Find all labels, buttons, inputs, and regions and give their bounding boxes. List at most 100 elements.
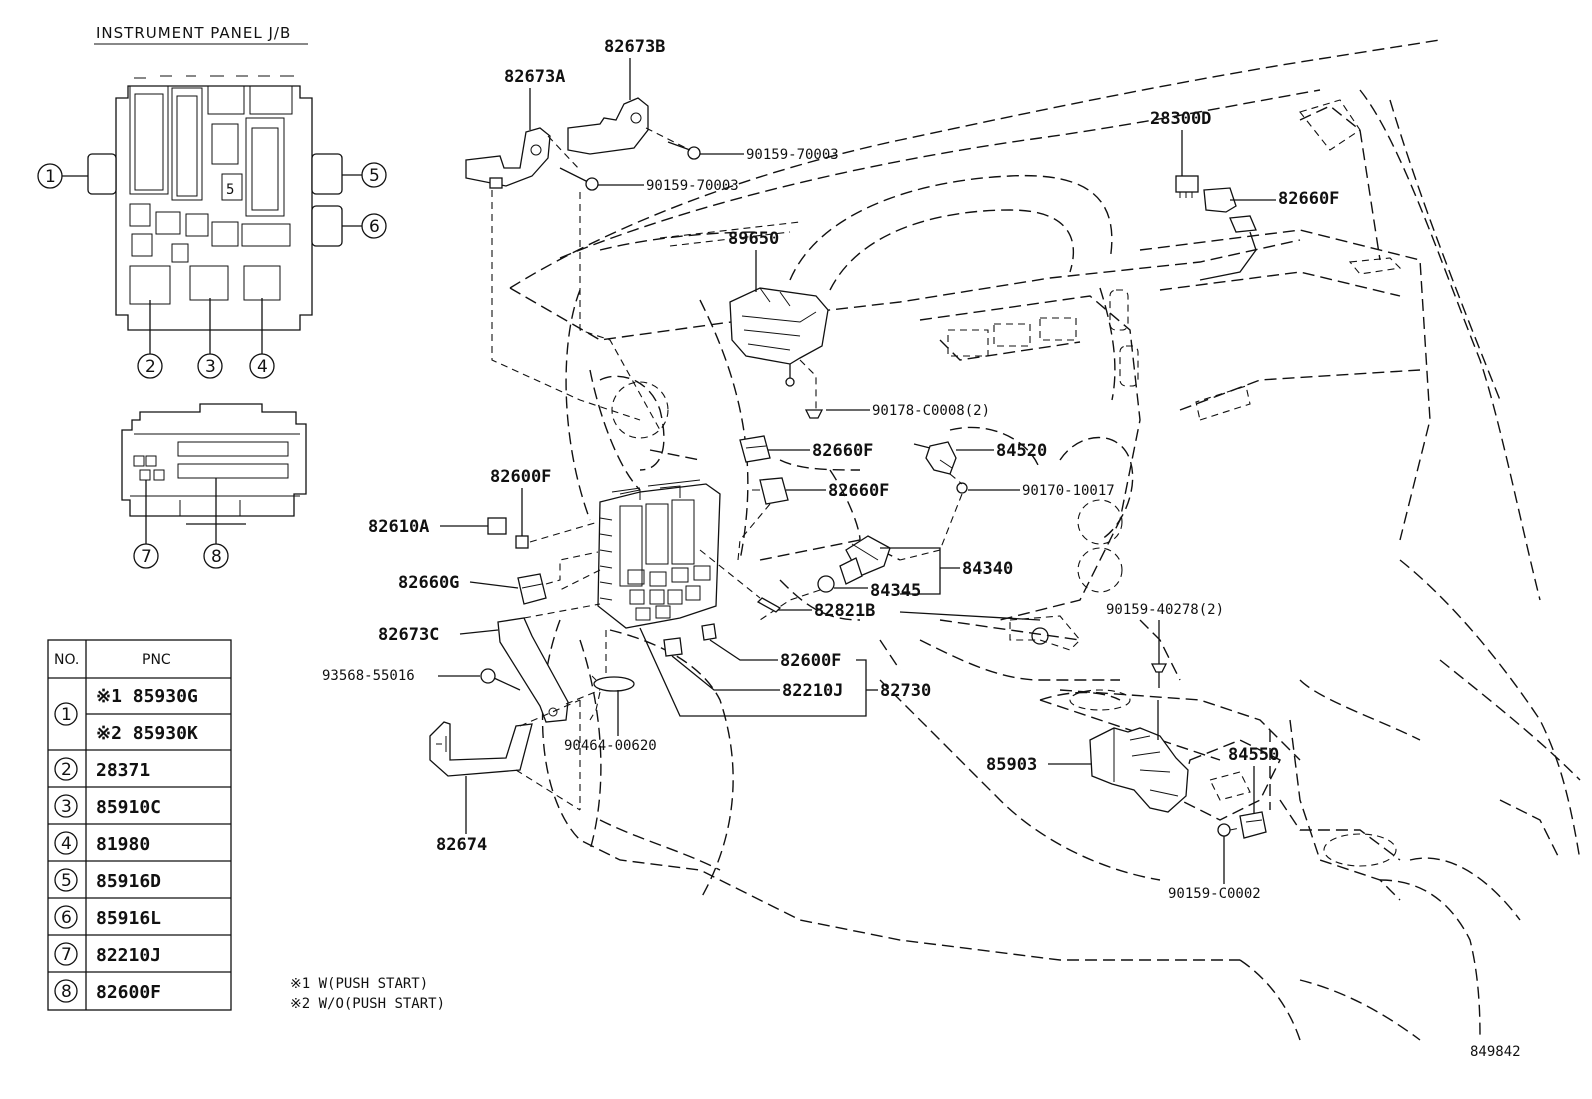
part-82660g-connector xyxy=(517,573,547,605)
part-90464-00620-clamp xyxy=(591,675,635,692)
svg-text:7: 7 xyxy=(61,945,72,965)
part-84550-switch xyxy=(1239,811,1267,839)
callout-3: 3 xyxy=(197,298,223,379)
svg-text:4: 4 xyxy=(61,834,72,854)
part-82600f-b xyxy=(701,623,717,641)
label-82660f-lower: 82660F xyxy=(828,481,889,501)
label-82600f-upper: 82600F xyxy=(490,467,551,487)
part-82730-junction-block xyxy=(597,479,721,629)
part-90159-c0002-screw xyxy=(1217,823,1241,837)
label-82610a: 82610A xyxy=(368,517,429,537)
note-2: ※2 W/O(PUSH START) xyxy=(290,996,445,1012)
label-82660f-top: 82660F xyxy=(1278,189,1339,209)
fuse-row-lower xyxy=(177,463,289,479)
svg-text:8: 8 xyxy=(211,547,222,567)
label-90159-70003-upper: 90159-70003 xyxy=(746,147,839,163)
part-85903-module xyxy=(1089,700,1189,813)
figure-id: 849842 xyxy=(1470,1044,1521,1060)
screw-90159-70003-a xyxy=(559,167,599,191)
dashboard-outline xyxy=(509,39,1581,1041)
part-84520-switch xyxy=(925,441,968,494)
svg-text:6: 6 xyxy=(61,908,72,928)
label-28300d: 28300D xyxy=(1150,109,1211,129)
table-cell-pnc: 85910C xyxy=(96,797,161,818)
label-90464-00620: 90464-00620 xyxy=(564,738,657,754)
part-82674-bracket xyxy=(429,721,533,777)
callout-8: 8 xyxy=(186,478,246,569)
part-82210j-relay xyxy=(663,637,683,657)
svg-text:1: 1 xyxy=(61,705,72,725)
callout-1: 1 xyxy=(37,163,88,189)
svg-text:5: 5 xyxy=(369,166,380,186)
table-header-pnc: PNC xyxy=(142,652,171,668)
svg-text:7: 7 xyxy=(141,547,152,567)
label-93568-55016: 93568-55016 xyxy=(322,668,415,684)
label-90170-10017: 90170-10017 xyxy=(1022,483,1115,499)
label-82673b: 82673B xyxy=(604,37,665,57)
label-82730: 82730 xyxy=(880,681,931,701)
label-82660f-mid: 82660F xyxy=(812,441,873,461)
screw-90159-70003-b xyxy=(667,141,701,160)
label-82210j: 82210J xyxy=(782,681,843,701)
part-82660f-b xyxy=(752,477,789,505)
part-82600f-a xyxy=(515,535,529,549)
callout-7: 7 xyxy=(133,480,159,569)
table-cell-pnc: ※1 85930G xyxy=(96,686,198,707)
part-84345-nut xyxy=(817,575,835,593)
table-cell-pnc: 82600F xyxy=(96,982,161,1003)
label-90159-40278: 90159-40278(2) xyxy=(1106,602,1224,618)
label-90159-c0002: 90159-C0002 xyxy=(1168,886,1261,902)
table-cell-pnc: ※2 85930K xyxy=(96,723,198,744)
pnc-table: NO. PNC 1 ※1 85930G ※2 85930K 2 28371 3 … xyxy=(47,639,232,1011)
svg-text:3: 3 xyxy=(61,797,72,817)
table-cell-pnc: 28371 xyxy=(96,760,150,781)
label-84345: 84345 xyxy=(870,581,921,601)
part-89650-module xyxy=(729,287,829,419)
svg-text:8: 8 xyxy=(61,982,72,1002)
fuse-row-upper xyxy=(177,441,289,457)
label-82600f-lower: 82600F xyxy=(780,651,841,671)
svg-text:5: 5 xyxy=(226,182,234,198)
part-28300d-relay xyxy=(1175,175,1199,198)
callout-6: 6 xyxy=(342,213,387,239)
svg-text:2: 2 xyxy=(61,760,72,780)
svg-text:6: 6 xyxy=(369,217,380,237)
junction-block-front-view: 5 xyxy=(87,75,343,331)
svg-text:2: 2 xyxy=(145,357,156,377)
label-84340: 84340 xyxy=(962,559,1013,579)
label-85903: 85903 xyxy=(986,755,1037,775)
part-82660f-top xyxy=(1199,187,1257,281)
table-cell-pnc: 85916L xyxy=(96,908,161,929)
svg-text:3: 3 xyxy=(205,357,216,377)
table-cell-pnc: 82210J xyxy=(96,945,161,966)
junction-block-rear-view xyxy=(121,403,307,517)
svg-text:5: 5 xyxy=(61,871,72,891)
diagram-title: INSTRUMENT PANEL J/B xyxy=(96,24,291,42)
part-82673b-bracket xyxy=(567,97,649,155)
part-82660f-a xyxy=(739,435,771,463)
part-82673c-bracket xyxy=(497,617,569,723)
part-84340-switch xyxy=(839,535,891,585)
label-82821b: 82821B xyxy=(814,601,875,621)
label-82673a: 82673A xyxy=(504,67,565,87)
part-93568-55016-bolt xyxy=(480,668,521,691)
table-cell-pnc: 81980 xyxy=(96,834,150,855)
label-90159-70003-lower: 90159-70003 xyxy=(646,178,739,194)
part-90159-40278-screw xyxy=(1150,663,1168,688)
svg-text:4: 4 xyxy=(257,357,268,377)
table-cell-pnc: 85916D xyxy=(96,871,161,892)
part-82673a-bracket xyxy=(465,127,551,189)
label-82660g: 82660G xyxy=(398,573,459,593)
label-89650: 89650 xyxy=(728,229,779,249)
svg-text:1: 1 xyxy=(45,167,56,187)
label-82674: 82674 xyxy=(436,835,487,855)
label-84520: 84520 xyxy=(996,441,1047,461)
label-90178-c0008: 90178-C0008(2) xyxy=(872,403,990,419)
callout-4: 4 xyxy=(249,298,275,379)
callout-5: 5 xyxy=(342,162,387,188)
callout-2: 2 xyxy=(137,300,163,379)
part-82610a-relay xyxy=(487,517,507,535)
label-82673c: 82673C xyxy=(378,625,439,645)
